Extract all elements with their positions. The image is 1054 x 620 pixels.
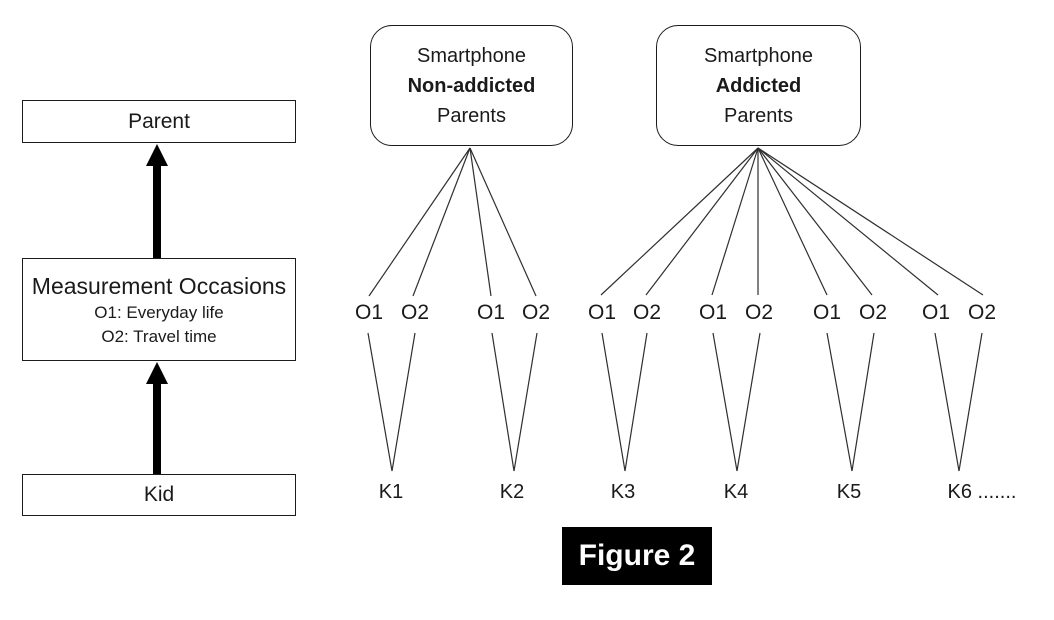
occasion-label-o1: O1: [476, 301, 506, 324]
group-line-3: Parents: [437, 104, 506, 127]
figure-caption: Figure 2: [562, 527, 712, 585]
occasion-1-definition: O1: Everyday life: [94, 302, 224, 322]
kid-box-label: Kid: [143, 483, 175, 506]
occasion-label-o1: O1: [698, 301, 728, 324]
group-box-addicted: Smartphone Addicted Parents: [656, 25, 861, 146]
occasion-label-o2: O2: [521, 301, 551, 324]
kid-label-k3: K3: [610, 481, 636, 503]
group-line-1: Smartphone: [417, 44, 526, 67]
occasion-label-o2: O2: [400, 301, 430, 324]
group-line-1: Smartphone: [704, 44, 813, 67]
occasion-label-o1: O1: [354, 301, 384, 324]
occasion-label-o1: O1: [812, 301, 842, 324]
measurement-occasions-box: Measurement Occasions O1: Everyday life …: [22, 258, 296, 361]
figure-caption-text: Figure 2: [578, 539, 696, 572]
occasion-label-o1: O1: [587, 301, 617, 324]
occasion-2-definition: O2: Travel time: [101, 326, 217, 346]
occasion-label-o2: O2: [744, 301, 774, 324]
occasion-to-kid-lines: [367, 332, 983, 472]
kid-label-k1: K1: [378, 481, 404, 503]
fan-lines-non-addicted: [368, 147, 537, 297]
occasion-label-o1: O1: [921, 301, 951, 324]
kid-box: Kid: [22, 474, 296, 516]
kid-label-k4: K4: [723, 481, 749, 503]
measurement-occasions-title: Measurement Occasions: [31, 272, 287, 299]
occasion-label-o2: O2: [967, 301, 997, 324]
group-box-non-addicted: Smartphone Non-addicted Parents: [370, 25, 573, 146]
parent-box: Parent: [22, 100, 296, 143]
occasion-label-o2: O2: [858, 301, 888, 324]
group-line-3: Parents: [724, 104, 793, 127]
kid-label-k6: K6 .......: [947, 481, 1017, 503]
fan-lines-addicted: [600, 147, 984, 296]
up-arrow-kid-to-occasions: [146, 362, 168, 474]
group-line-2: Addicted: [715, 74, 802, 97]
group-line-2: Non-addicted: [407, 74, 536, 97]
parent-box-label: Parent: [128, 109, 190, 133]
kid-label-k5: K5: [836, 481, 862, 503]
up-arrow-occasions-to-parent: [146, 144, 168, 258]
occasion-label-o2: O2: [632, 301, 662, 324]
kid-label-k2: K2: [499, 481, 525, 503]
